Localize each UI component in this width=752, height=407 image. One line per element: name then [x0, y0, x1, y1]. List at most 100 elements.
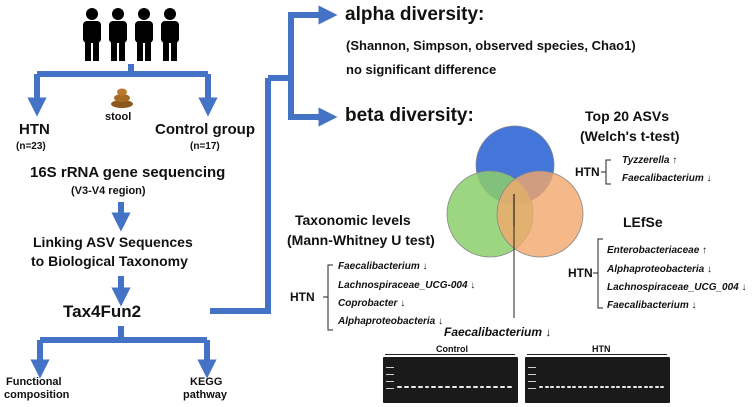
top20-item: Faecalibacterium ↓	[622, 173, 712, 184]
kegg-pathway-line1: KEGG	[190, 376, 223, 388]
gel-band	[577, 386, 582, 388]
venn-circle-lefse	[496, 170, 584, 258]
gel-band	[660, 386, 665, 388]
gel-band	[610, 386, 615, 388]
gel-band	[599, 386, 604, 388]
gel-band	[555, 386, 560, 388]
stool-label: stool	[105, 111, 132, 123]
diversity-connector-arrows	[210, 5, 338, 314]
gel-band	[465, 386, 471, 388]
gel-band	[616, 386, 621, 388]
lefse-title: LEfSe	[623, 214, 663, 230]
ladder-band	[386, 388, 394, 389]
venn-diagram	[446, 125, 584, 318]
gel-band	[654, 386, 659, 388]
gel-band	[561, 386, 566, 388]
control-gel-image	[383, 357, 518, 403]
gel-band	[583, 386, 588, 388]
gel-band	[588, 386, 593, 388]
alpha-diversity-result: no significant difference	[346, 62, 497, 77]
tax4fun2-step: Tax4Fun2	[63, 302, 142, 321]
control-group-count: (n=17)	[190, 141, 220, 152]
ladder-band	[386, 381, 394, 382]
gel-band	[403, 386, 409, 388]
gel-band	[649, 386, 654, 388]
gel-band	[431, 386, 437, 388]
linking-step-line1: Linking ASV Sequences	[33, 234, 193, 250]
gel-band	[479, 386, 485, 388]
top20-subtitle: (Welch's t-test)	[580, 128, 680, 144]
taxonomic-item: Lachnospiraceae_UCG-004 ↓	[338, 280, 476, 291]
gel-band	[544, 386, 549, 388]
linking-step-line2: to Biological Taxonomy	[31, 253, 188, 269]
ladder-band	[528, 374, 536, 375]
gel-band	[410, 386, 416, 388]
top20-bracket	[601, 159, 611, 185]
ladder-band	[386, 367, 394, 368]
gel-band	[424, 386, 430, 388]
gel-band	[566, 386, 571, 388]
lefse-item: Alphaproteobacteria ↓	[607, 264, 713, 275]
taxonomic-item: Faecalibacterium ↓	[338, 261, 428, 272]
gel-band	[621, 386, 626, 388]
bottom-split-arrows	[30, 326, 217, 379]
ladder-band	[528, 381, 536, 382]
gel-band	[472, 386, 478, 388]
gel-band	[397, 386, 402, 388]
top-split-arrows	[27, 64, 218, 117]
gel-band	[572, 386, 577, 388]
gel-band	[632, 386, 637, 388]
gel-band	[417, 386, 423, 388]
gel-band	[438, 386, 444, 388]
gel-band	[643, 386, 648, 388]
control-gel-divider	[385, 354, 515, 355]
lefse-item: Enterobacteriaceae ↑	[607, 245, 708, 256]
top20-group-label: HTN	[575, 165, 600, 179]
taxonomic-group-label: HTN	[290, 290, 315, 304]
lefse-bracket	[593, 238, 603, 309]
ladder-band	[528, 367, 536, 368]
taxonomic-levels-title: Taxonomic levels	[295, 212, 411, 228]
control-group-label: Control group	[155, 121, 255, 138]
htn-gel-divider	[527, 354, 667, 355]
htn-gel-image	[525, 357, 670, 403]
stool-icon	[111, 88, 133, 108]
gel-band	[638, 386, 643, 388]
consensus-taxon: Faecalibacterium ↓	[444, 325, 552, 339]
top20-item: Tyzzerella ↑	[622, 155, 678, 166]
gel-band	[539, 386, 543, 388]
gel-band	[594, 386, 599, 388]
gel-band	[507, 386, 512, 388]
alpha-diversity-title: alpha diversity:	[345, 4, 485, 25]
gel-band	[605, 386, 610, 388]
taxonomic-item: Alphaproteobacteria ↓	[338, 316, 444, 327]
gel-band	[452, 386, 457, 388]
people-icon	[83, 8, 179, 61]
kegg-pathway-line2: pathway	[183, 389, 228, 401]
gel-band	[500, 386, 506, 388]
gel-band	[493, 386, 499, 388]
taxonomic-bracket	[323, 264, 333, 331]
gel-band	[458, 386, 464, 388]
taxonomic-levels-subtitle: (Mann-Whitney U test)	[287, 232, 435, 248]
control-gel-label: Control	[436, 344, 468, 354]
sequencing-region: (V3-V4 region)	[71, 185, 146, 197]
gel-band	[445, 386, 451, 388]
lefse-item: Lachnospiraceae_UCG_004 ↓	[607, 282, 747, 293]
gel-band	[550, 386, 555, 388]
functional-composition-line1: Functional	[6, 376, 62, 388]
beta-diversity-title: beta diversity:	[345, 105, 474, 126]
gel-band	[486, 386, 492, 388]
ladder-band	[528, 388, 536, 389]
lefse-item: Faecalibacterium ↓	[607, 300, 697, 311]
lefse-group-label: HTN	[568, 266, 593, 280]
htn-gel-label: HTN	[592, 344, 611, 354]
alpha-diversity-metrics: (Shannon, Simpson, observed species, Cha…	[346, 38, 636, 53]
functional-composition-line2: composition	[4, 389, 70, 401]
gel-band	[627, 386, 632, 388]
sequencing-step: 16S rRNA gene sequencing	[30, 164, 226, 181]
htn-group-label: HTN	[19, 121, 50, 138]
ladder-band	[386, 374, 394, 375]
